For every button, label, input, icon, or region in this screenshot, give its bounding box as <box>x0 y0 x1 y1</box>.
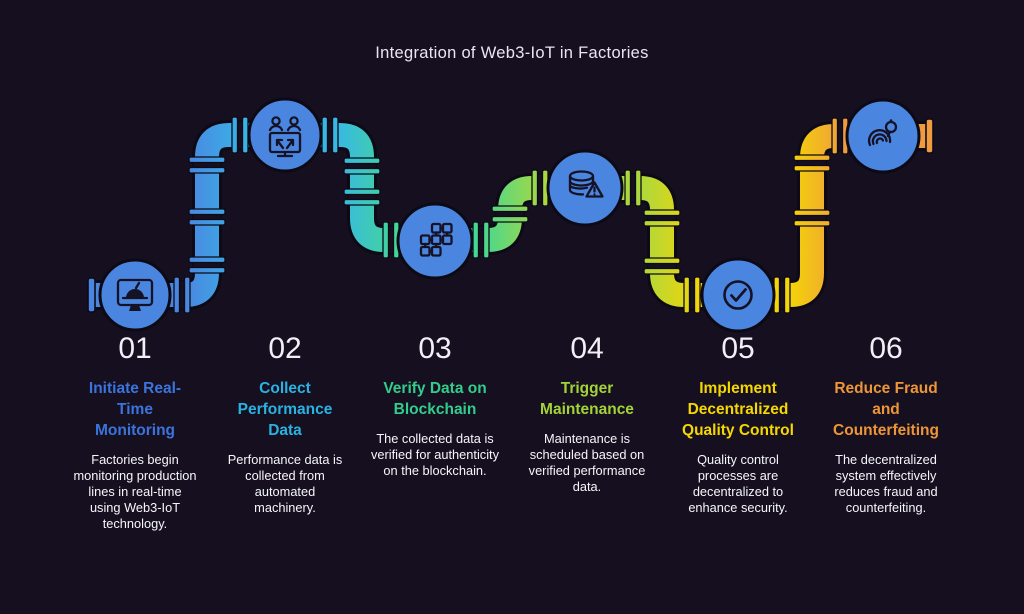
pipe-flange <box>188 256 226 264</box>
step-3-circle <box>396 202 474 280</box>
pipe-flange <box>343 157 381 165</box>
step-2-circle <box>247 97 323 173</box>
step-number: 04 <box>570 332 604 365</box>
step-description: The decentralized system effectively red… <box>834 452 938 515</box>
pipe-flange <box>531 169 539 207</box>
pipe-flange <box>321 116 329 154</box>
pipe-flange <box>643 267 681 275</box>
pipe-flange <box>643 209 681 217</box>
step-number: 03 <box>418 332 452 365</box>
step-3-column: 03 Verify Data on Blockchain The collect… <box>365 332 505 479</box>
step-6-node <box>845 98 921 174</box>
pipe-end-cap <box>925 118 934 154</box>
step-description: Factories begin monitoring production li… <box>73 452 197 531</box>
database-alert-icon <box>568 170 604 198</box>
pipe-flange <box>188 166 226 174</box>
pipe-flanges <box>173 116 849 314</box>
pipe-flange <box>188 266 226 274</box>
step-1-node <box>98 258 172 332</box>
pipe-flange <box>783 276 791 314</box>
pipe-flange <box>241 116 249 154</box>
pipe-flange <box>173 276 181 314</box>
pipe-flange <box>382 221 390 259</box>
pipe-start-cap <box>87 277 96 313</box>
step-4-node <box>546 149 624 227</box>
step-2-column: 02 Collect Performance Data Performance … <box>215 332 355 516</box>
pipe-flange <box>343 198 381 206</box>
step-description: The collected data is verified for authe… <box>370 431 500 478</box>
pipe-flange <box>331 116 339 154</box>
step-description: Performance data is collected from autom… <box>227 452 343 515</box>
step-title: Verify Data on Blockchain <box>383 380 487 418</box>
check-circle-icon <box>723 280 753 310</box>
step-number: 02 <box>268 332 302 365</box>
pipe-flange <box>831 117 839 155</box>
pipe-flange <box>231 116 239 154</box>
pipe-flange <box>634 169 642 207</box>
pipe-flange <box>793 209 831 217</box>
pipe-flange <box>343 188 381 196</box>
pipe-flange <box>793 164 831 172</box>
step-number: 01 <box>118 332 152 365</box>
pipe-flange <box>188 218 226 226</box>
pipe-flange <box>188 208 226 216</box>
step-description: Maintenance is scheduled based on verifi… <box>528 431 646 494</box>
pipe-flange <box>643 219 681 227</box>
step-3-node <box>396 202 474 280</box>
pipe-flange <box>472 221 480 259</box>
step-2-node <box>247 97 323 173</box>
pipe-flange <box>793 154 831 162</box>
machine-data-collection-icon <box>268 116 302 158</box>
step-description: Quality control processes are decentrali… <box>688 452 788 515</box>
step-4-column: 04 Trigger Maintenance Maintenance is sc… <box>517 332 657 495</box>
pipe-flange <box>343 167 381 175</box>
pipe-flange <box>793 219 831 227</box>
blockchain-network-icon <box>419 222 453 257</box>
step-5-column: 05 Implement Decentralized Quality Contr… <box>668 332 808 516</box>
step-5-circle <box>700 257 776 333</box>
pipe-flange <box>482 221 490 259</box>
step-title: Initiate Real-Time Monitoring <box>88 380 182 439</box>
step-title: Reduce Fraud and Counterfeiting <box>833 380 939 439</box>
pipe-flange <box>624 169 632 207</box>
step-5-node <box>700 257 776 333</box>
step-title: Implement Decentralized Quality Control <box>682 380 794 439</box>
step-title: Collect Performance Data <box>237 380 333 439</box>
pipe-flange <box>693 276 701 314</box>
pipe-flange <box>491 205 529 213</box>
step-6-column: 06 Reduce Fraud and Counterfeiting The d… <box>816 332 956 516</box>
step-number: 05 <box>721 332 755 365</box>
pipe-flange <box>683 276 691 314</box>
pipe-flange <box>183 276 191 314</box>
fingerprint-search-icon <box>867 119 898 147</box>
step-number: 06 <box>869 332 903 365</box>
step-title: Trigger Maintenance <box>540 380 634 418</box>
page-title: Integration of Web3-IoT in Factories <box>375 44 649 62</box>
step-1-column: 01 Initiate Real-Time Monitoring Factori… <box>65 332 205 532</box>
pipe-flange <box>491 215 529 223</box>
pipe-flange <box>188 156 226 164</box>
monitor-gauge-icon <box>116 278 154 311</box>
pipe-flange <box>643 257 681 265</box>
